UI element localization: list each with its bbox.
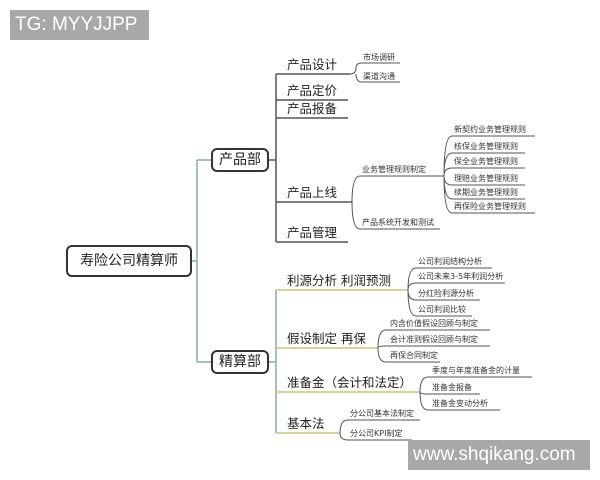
subtopic-business-rules[interactable]: 业务管理规则制定: [362, 165, 426, 174]
leaf-reinsurance-rules[interactable]: 再保险业务管理规则: [454, 202, 526, 211]
leaf-profit-forecast[interactable]: 公司未来3-5年利润分析: [418, 272, 504, 281]
root-node[interactable]: 寿险公司精算师: [66, 245, 192, 277]
leaf-profit-structure[interactable]: 公司利润结构分析: [418, 257, 482, 266]
topic-reserves[interactable]: 准备金（会计和法定）: [287, 375, 413, 390]
leaf-channel-communication[interactable]: 渠道沟通: [363, 72, 395, 81]
leaf-market-research[interactable]: 市场调研: [363, 53, 395, 62]
dept-node-actuarial[interactable]: 精算部: [211, 350, 269, 374]
topic-product-pricing[interactable]: 产品定价: [287, 83, 338, 98]
leaf-claims-rules[interactable]: 理赔业务管理规则: [454, 174, 518, 183]
leaf-reserve-measurement[interactable]: 季度与年度准备金的计量: [432, 366, 520, 375]
leaf-reinsurance-contract[interactable]: 再保合同制定: [390, 351, 438, 360]
leaf-new-business-rules[interactable]: 新契约业务管理规则: [454, 125, 526, 134]
topic-profit-analysis[interactable]: 利源分析 利润预测: [287, 273, 391, 288]
leaf-profit-comparison[interactable]: 公司利润比较: [418, 305, 466, 314]
leaf-branch-kpi[interactable]: 分公司KPI制定: [350, 429, 403, 438]
leaf-branch-basic-law[interactable]: 分公司基本法制定: [350, 409, 414, 418]
leaf-reserve-change-analysis[interactable]: 准备金变动分析: [432, 399, 488, 408]
topic-product-filing[interactable]: 产品报备: [287, 101, 338, 116]
topic-assumptions-reinsurance[interactable]: 假设制定 再保: [287, 331, 366, 346]
leaf-reserve-filing[interactable]: 准备金报备: [432, 383, 472, 392]
watermark-bottom: www.shqikang.com: [408, 440, 590, 470]
topic-product-design[interactable]: 产品设计: [287, 57, 338, 72]
leaf-policy-service-rules[interactable]: 保全业务管理规则: [454, 157, 518, 166]
leaf-accounting-assumptions[interactable]: 会计准则假设回顾与制定: [390, 335, 478, 344]
topic-product-launch[interactable]: 产品上线: [287, 185, 338, 200]
dept-node-product[interactable]: 产品部: [211, 148, 269, 172]
watermark-top: TG: MYYJJPP: [10, 10, 149, 40]
topic-product-management[interactable]: 产品管理: [287, 225, 338, 240]
topic-basic-law[interactable]: 基本法: [287, 416, 325, 431]
subtopic-system-dev-test[interactable]: 产品系统开发和测试: [362, 218, 434, 227]
leaf-ev-assumptions[interactable]: 内含价值假设回顾与制定: [390, 319, 478, 328]
leaf-renewal-rules[interactable]: 续期业务管理规则: [454, 188, 518, 197]
leaf-underwriting-rules[interactable]: 核保业务管理规则: [454, 142, 518, 151]
leaf-participating-profit[interactable]: 分红险利源分析: [418, 289, 474, 298]
